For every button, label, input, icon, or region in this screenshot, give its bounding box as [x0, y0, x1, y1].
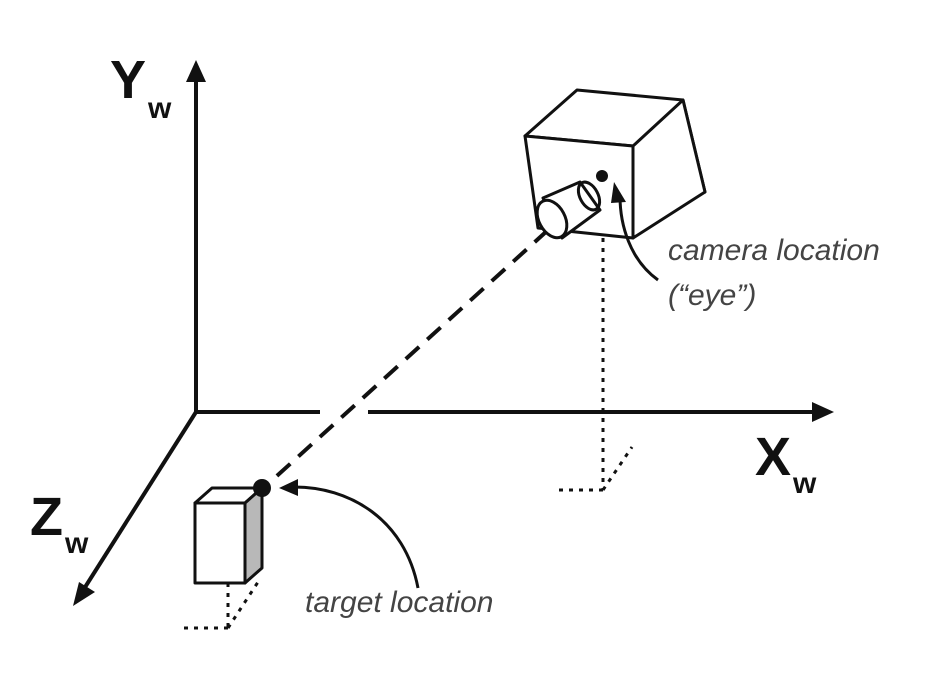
camera-callout-arrow	[618, 195, 659, 282]
z-axis	[73, 410, 198, 606]
target-location-label: target location	[305, 586, 493, 619]
eye-point	[596, 170, 608, 182]
camera-callout-arrowhead	[611, 182, 626, 203]
camera-icon	[523, 88, 707, 240]
z-axis-label: Zw	[30, 487, 89, 560]
target-object	[193, 486, 264, 585]
eye-label: (“eye”)	[668, 279, 756, 312]
x-axis-label: Xw	[755, 427, 817, 500]
camera-ground-projection	[555, 238, 634, 492]
x-axis	[196, 402, 834, 422]
y-axis	[186, 60, 206, 412]
camera-location-label: camera location	[668, 234, 880, 267]
target-point	[253, 479, 271, 497]
line-of-sight	[266, 228, 550, 486]
target-callout-arrowhead	[279, 479, 298, 496]
target-ground-projection	[178, 581, 260, 630]
target-callout-arrow	[291, 485, 420, 589]
y-axis-label: Yw	[110, 50, 172, 125]
